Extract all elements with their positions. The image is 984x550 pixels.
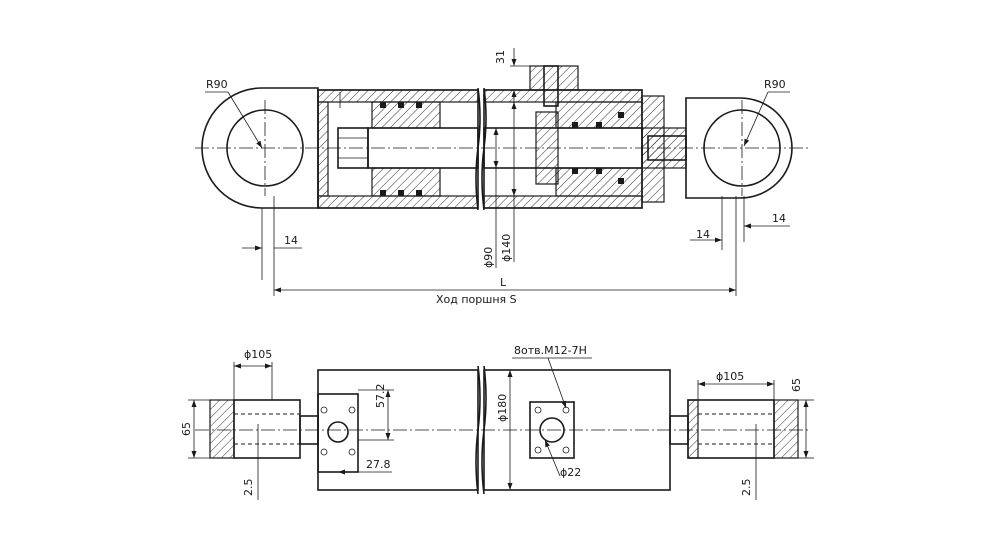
piston-seal-1	[380, 102, 386, 108]
body-right-projection: ϕ180 8отв.M12-7H ϕ22	[483, 344, 671, 491]
flange-height-label: 57.2	[374, 384, 387, 409]
gland-seal-4	[596, 168, 602, 174]
left-eye-width-label: 65	[180, 422, 193, 436]
rod-thread	[641, 127, 687, 169]
stroke-label: Ход поршня S	[436, 293, 517, 306]
right-offset-b-label: 14	[772, 212, 786, 225]
left-flange-port	[327, 421, 349, 443]
port-height-label: 31	[494, 50, 507, 64]
piston-seal-4	[380, 190, 386, 196]
left-offset-label: 14	[284, 234, 298, 247]
right-radius-leader	[743, 91, 769, 147]
tube-wall-top-left	[317, 89, 479, 103]
end-cap-left	[317, 101, 329, 197]
port-bore	[543, 65, 559, 107]
bottom-break-left	[475, 365, 481, 495]
gland-seal-5	[618, 112, 624, 118]
body-dia-label: ϕ180	[496, 394, 509, 422]
left-radius-leader	[227, 91, 263, 149]
bottom-view: ϕ105 65 2.5 57.2 27.8	[180, 344, 814, 500]
left-gap-label: 2.5	[242, 479, 255, 497]
right-flange-port	[539, 417, 565, 443]
port-dia-label: ϕ22	[560, 466, 581, 479]
rod-dia-label: ϕ90	[482, 247, 495, 268]
tube-wall-top-right	[483, 89, 643, 103]
tube-wall-bottom-right	[483, 195, 643, 209]
right-bolt-3	[534, 446, 542, 454]
port-boss	[529, 65, 579, 91]
gland-seal-6	[618, 178, 624, 184]
gland-seal-3	[572, 168, 578, 174]
port-dia-leader	[544, 439, 561, 477]
left-bolt-2	[348, 406, 356, 414]
right-eye-dia-label: ϕ105	[716, 370, 744, 383]
right-bolt-1	[534, 406, 542, 414]
right-rod-eye: R90	[685, 78, 793, 199]
right-eye-width-label: 65	[790, 378, 803, 392]
top-view: R90	[195, 48, 810, 306]
left-bolt-4	[348, 448, 356, 456]
left-eye-radius-label: R90	[206, 78, 228, 91]
left-eye-outline	[201, 87, 319, 209]
left-eye-dia-label: ϕ105	[244, 348, 272, 361]
right-flange	[529, 401, 575, 459]
gland-seal-2	[596, 122, 602, 128]
left-eye-side-a	[209, 399, 235, 459]
tube-wall-bottom-left	[317, 195, 479, 209]
rod-guide	[535, 111, 559, 185]
thread-label: 8отв.M12-7H	[514, 344, 587, 357]
right-eye-body	[687, 399, 775, 459]
left-flange	[317, 393, 359, 473]
bore-dia-label: ϕ140	[500, 234, 513, 262]
right-eye-side-b	[773, 399, 799, 459]
right-offset-a-label: 14	[696, 228, 710, 241]
left-bolt-1	[320, 406, 328, 414]
left-bolt-3	[320, 448, 328, 456]
thread-leader	[547, 357, 567, 409]
gland-seal-1	[572, 122, 578, 128]
cylinder-left-half	[317, 89, 479, 209]
left-eye-body	[233, 399, 301, 459]
right-gap-label: 2.5	[740, 479, 753, 497]
flange-width-label: 27.8	[366, 458, 391, 471]
piston-seal-6	[416, 190, 422, 196]
piston-seal-5	[398, 190, 404, 196]
cylinder-right-half	[483, 65, 687, 209]
left-eye-projection: ϕ105 65 2.5	[180, 348, 319, 500]
right-eye-radius-label: R90	[764, 78, 786, 91]
break-line-left	[475, 87, 481, 211]
body-left-projection: 57.2 27.8	[317, 369, 479, 491]
right-bolt-4	[562, 446, 570, 454]
right-eye-outline	[685, 97, 793, 199]
piston-seal-3	[416, 102, 422, 108]
length-label: L	[500, 276, 507, 289]
piston-seal-2	[398, 102, 404, 108]
left-rod-eye: R90	[201, 78, 319, 209]
right-eye-side-a	[687, 399, 699, 459]
right-eye-projection: ϕ105 65 2.5	[669, 370, 814, 500]
